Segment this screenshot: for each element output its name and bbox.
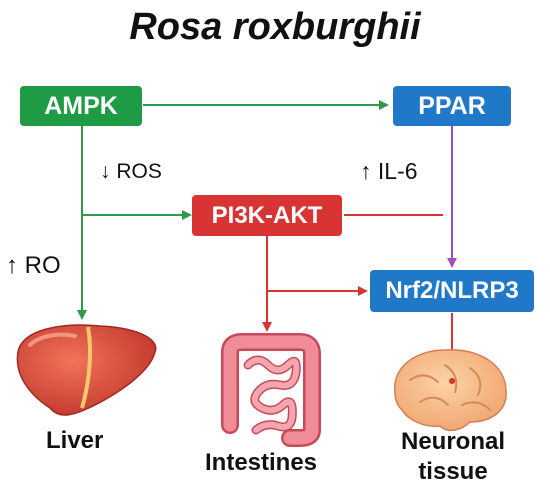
neuronal-line-2: tissue: [418, 458, 488, 485]
annotation-ro: ↑ RO: [6, 252, 61, 280]
annotation-ros: ↓ ROS: [100, 160, 162, 184]
down-arrow-icon: ↓: [100, 160, 111, 183]
target-liver: Liver: [46, 427, 104, 454]
up-arrow-icon: ↑: [6, 252, 18, 279]
up-arrow-icon: ↑: [360, 158, 372, 184]
target-neuronal-tissue: Neuronal tissue: [392, 427, 514, 487]
il6-label: IL-6: [377, 158, 418, 184]
node-ppar: PPAR: [393, 86, 511, 126]
node-ampk: AMPK: [20, 86, 142, 126]
annotation-il6: ↑ IL-6: [360, 158, 418, 185]
brain-icon: [394, 349, 507, 432]
red-connectors: [262, 214, 457, 372]
ro-label: RO: [24, 252, 61, 279]
green-connectors: [77, 100, 389, 320]
node-nrf2-nlrp3: Nrf2/NLRP3: [370, 270, 534, 312]
neuronal-line-1: Neuronal: [400, 428, 505, 455]
diagram-title: Rosa roxburghii: [129, 6, 421, 48]
node-pi3k-akt: PI3K-AKT: [192, 195, 342, 236]
target-intestines: Intestines: [205, 449, 318, 476]
liver-icon: [16, 324, 157, 416]
ros-label: ROS: [116, 160, 162, 183]
intestines-icon: [221, 333, 321, 447]
